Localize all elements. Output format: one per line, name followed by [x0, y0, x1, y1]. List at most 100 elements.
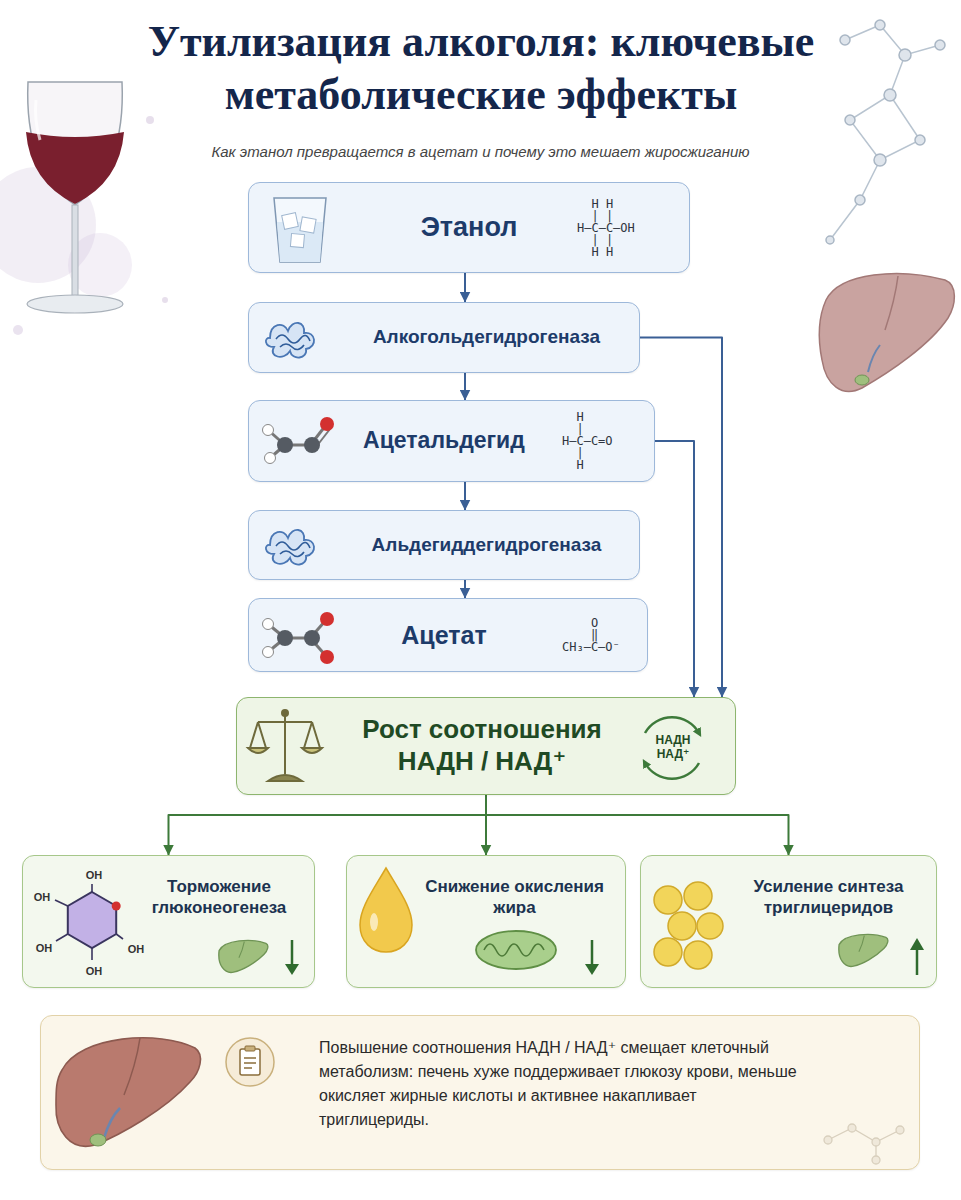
- process-box: АцетальдегидH|H–C–C=O|H: [248, 400, 655, 482]
- ratio-label: НАДН: [649, 734, 697, 747]
- liver-ligament: [885, 276, 898, 330]
- box-label: Алкогольдегидрогеназа: [344, 326, 629, 349]
- formula-block: H H| |H–C–C–OH| |H H: [577, 198, 681, 258]
- watercolor-splash: [0, 116, 168, 335]
- formula-block: H|H–C–C=O|H: [562, 411, 642, 471]
- label-frame: Как этанол превращается в ацетат и почем…: [0, 142, 961, 162]
- formula-text: H H: [577, 198, 681, 210]
- clipboard-icon: [226, 1038, 274, 1086]
- chem-label: OH: [33, 941, 55, 955]
- glass-base: [27, 295, 123, 313]
- liver-shape: [819, 274, 954, 392]
- effect-box: Торможение глюконеогенезаOHOHOHOHOH: [22, 855, 315, 988]
- text-anchor: OH: [125, 942, 147, 956]
- arrow-connector: [169, 795, 487, 855]
- down-arrow: [285, 940, 299, 975]
- formula-text: H: [562, 459, 642, 471]
- enzyme-icon: [266, 530, 314, 565]
- formula-block: O‖CH₃–C–O⁻: [562, 617, 642, 653]
- arrow-connector: [486, 795, 789, 855]
- wine-glass: [26, 82, 124, 313]
- arrow-connector: [464, 373, 466, 400]
- effect-box: Усиление синтеза триглицеридов: [640, 855, 937, 988]
- enzyme-box: Альдегиддегидрогеназа: [248, 510, 640, 580]
- chem-label: OH: [125, 942, 147, 956]
- ratio-label: НАД⁺: [649, 748, 697, 761]
- chem-label: OH: [83, 868, 105, 882]
- formula-text: |: [562, 447, 642, 459]
- text-anchor: OH: [83, 868, 105, 882]
- box-label: Торможение глюконеогенеза: [133, 876, 305, 919]
- molecule-atoms: [826, 20, 945, 244]
- glass-highlight: [36, 100, 41, 140]
- chem-label: OH: [83, 964, 105, 978]
- formula-text: |: [562, 423, 642, 435]
- chem-label: OH: [31, 890, 53, 904]
- glucose-ring: [55, 884, 123, 960]
- cycle-arrows: [645, 717, 699, 779]
- liver-icon: [219, 940, 268, 972]
- molecule-decoration: [824, 1124, 904, 1164]
- text-anchor: OH: [83, 964, 105, 978]
- molecule-decoration: [826, 20, 945, 244]
- box-label: Ацетальдегид: [344, 427, 544, 455]
- liver-illustration: [56, 1038, 200, 1146]
- text-anchor: OH: [31, 890, 53, 904]
- formula-text: ‖: [562, 629, 642, 641]
- box-label: Усиление синтеза триглицеридов: [731, 876, 926, 919]
- formula-text: | |: [577, 210, 681, 222]
- box-label: Снижение окисления жира: [417, 876, 612, 919]
- formula-text: H H: [577, 246, 681, 258]
- liver-illustration: [819, 274, 954, 392]
- formula-text: | |: [577, 234, 681, 246]
- mitochondrion: [476, 931, 556, 969]
- box-label: Альдегиддегидрогеназа: [344, 534, 629, 557]
- box-label: Повышение соотношения НАДН / НАД⁺ смещае…: [319, 1036, 801, 1132]
- wine: [26, 132, 124, 204]
- ice-glass-icon: [274, 198, 326, 262]
- scale-icon: [248, 710, 322, 781]
- formula-text: H: [562, 411, 642, 423]
- formula-text: O: [562, 617, 642, 629]
- result-box: Рост соотношения НАДН / НАД⁺ НАДННАД⁺: [236, 697, 736, 795]
- liver-icon: [839, 934, 888, 966]
- note-box: Повышение соотношения НАДН / НАД⁺ смещае…: [40, 1015, 920, 1170]
- down-arrow: [585, 940, 599, 975]
- formula-text: H–C–C–OH: [577, 222, 681, 234]
- text-anchor: OH: [33, 941, 55, 955]
- arrow-connector: [464, 482, 466, 510]
- formula-text: CH₃–C–O⁻: [562, 641, 642, 653]
- up-arrow: [910, 938, 924, 975]
- glass-stem: [72, 205, 78, 300]
- process-box: ЭтанолH H| |H–C–C–OH| |H H: [248, 182, 690, 273]
- box-label: Этанол: [369, 211, 569, 243]
- fat-droplets: [654, 882, 723, 969]
- molecule-bonds: [830, 25, 940, 240]
- enzyme-icon: [266, 323, 314, 358]
- arrow-connector: [655, 441, 694, 697]
- splash-dot: [146, 116, 154, 124]
- arrow-connector: [464, 273, 466, 302]
- oil-drop: [360, 868, 412, 952]
- effect-box: Снижение окисления жира: [346, 855, 626, 988]
- title-frame: Утилизация алкоголя: ключевые метаболиче…: [114, 16, 848, 122]
- process-box: Ацетат O‖CH₃–C–O⁻: [248, 598, 648, 672]
- enzyme-box: Алкогольдегидрогеназа: [248, 302, 640, 373]
- box-label: Рост соотношения НАДН / НАД⁺: [332, 714, 632, 777]
- gallbladder: [855, 375, 869, 385]
- box-label: Ацетат: [344, 620, 544, 650]
- splash-dot: [13, 325, 23, 335]
- formula-text: H–C–C=O: [562, 435, 642, 447]
- acetate-model: [263, 612, 335, 664]
- subtitle: Как этанол превращается в ацетат и почем…: [0, 142, 961, 162]
- arrow-connector: [640, 338, 722, 698]
- liver-vessel: [868, 345, 880, 372]
- acetaldehyde-model: [263, 417, 335, 464]
- text-anchor: НАД⁺: [649, 748, 697, 761]
- diagram-title: Утилизация алкоголя: ключевые метаболиче…: [114, 16, 848, 122]
- splash-dot: [162, 297, 168, 303]
- arrow-connector: [464, 580, 466, 598]
- text-anchor: НАДН: [649, 734, 697, 747]
